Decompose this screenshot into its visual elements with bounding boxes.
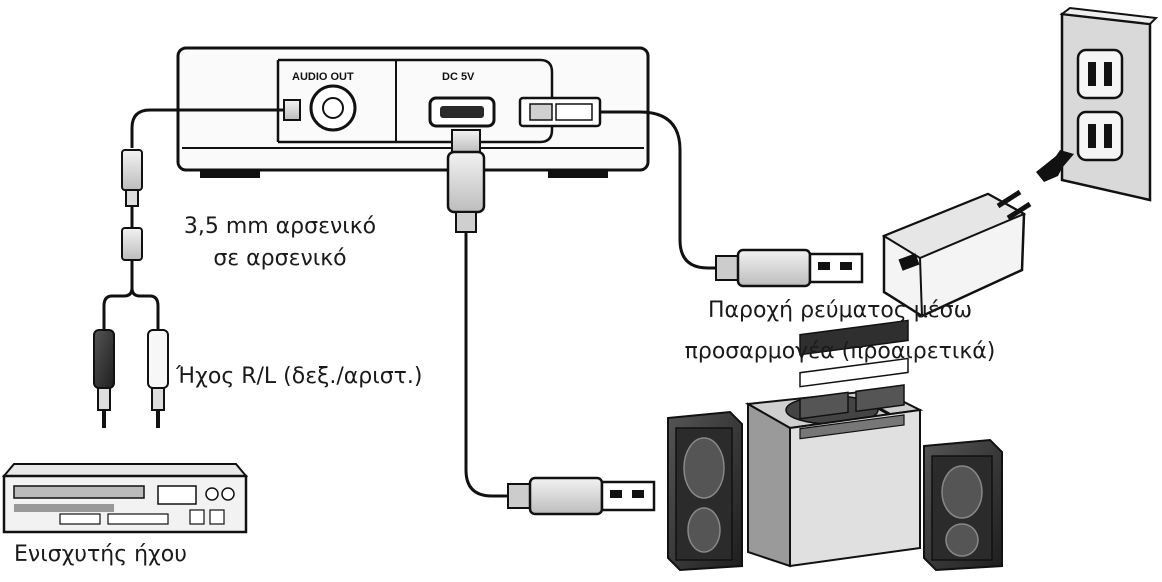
stereo-system-icon xyxy=(667,319,1003,572)
usb-plug-power-icon xyxy=(715,248,864,288)
cable-35mm-label-line2: σε αρσενικό xyxy=(213,246,347,271)
dc-port-icon xyxy=(428,96,496,128)
usb-port-icon xyxy=(518,96,602,128)
power-adapter-icon xyxy=(881,189,1032,318)
audio-out-label: AUDIO OUT xyxy=(292,71,354,83)
audio-plug-icon xyxy=(121,99,301,261)
usb-plug-icon xyxy=(446,129,486,233)
hub-device: AUDIO OUT DC 5V xyxy=(176,46,650,178)
arrow-icon xyxy=(1036,150,1074,182)
audio-jack-icon xyxy=(309,84,357,132)
usb-plug-stereo-icon xyxy=(507,476,656,516)
amplifier-label: Ενισχυτής ήχου xyxy=(14,542,187,567)
power-adapter-label-line1: Παροχή ρεύματος μέσω xyxy=(707,298,973,323)
rca-plug-icon xyxy=(93,329,169,428)
amplifier-icon xyxy=(1,463,249,534)
wall-outlet-icon xyxy=(1059,6,1159,202)
dc-label: DC 5V xyxy=(442,71,475,83)
power-adapter-label-line2: προσαρμογέα (προαιρετικά) xyxy=(684,339,996,364)
audio-rl-label: Ήχος R/L (δεξ./αριστ.) xyxy=(176,364,423,389)
cable-35mm-label-line1: 3,5 mm αρσενικό xyxy=(183,214,377,239)
